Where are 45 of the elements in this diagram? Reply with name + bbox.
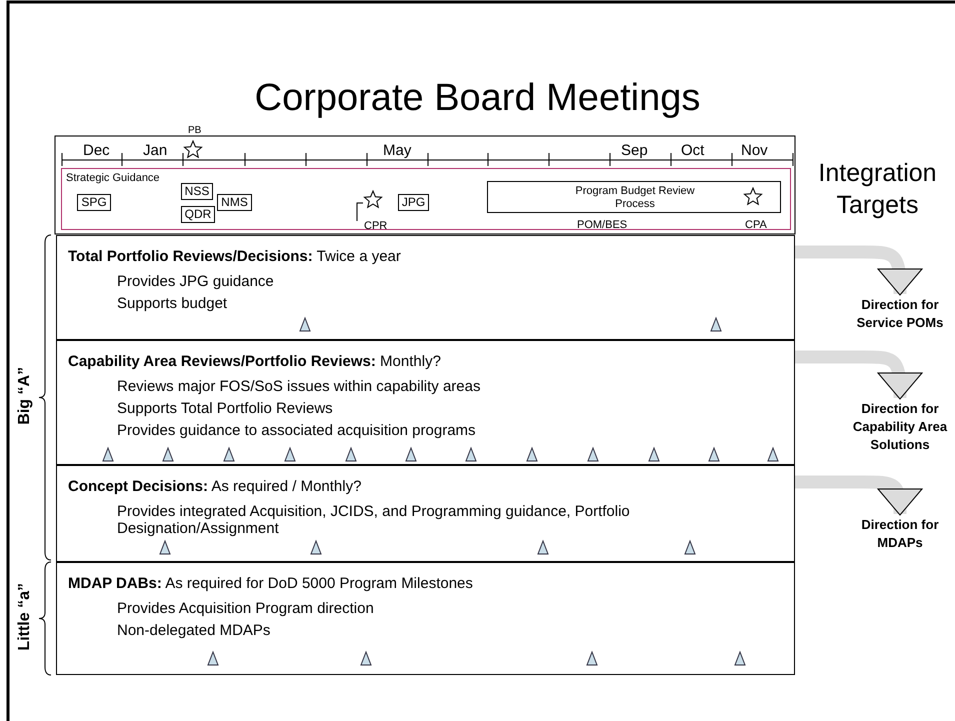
target-label: Direction for Capability Area Solutions — [852, 400, 948, 454]
target-label: Direction for MDAPs — [860, 516, 940, 552]
month-label: Jan — [143, 143, 168, 160]
event-label: CPA — [745, 219, 767, 232]
month-label: Nov — [741, 143, 768, 160]
title: Corporate Board Meetings — [254, 78, 702, 120]
process-caption: POM/BES — [577, 219, 628, 232]
band-heading: Total Portfolio Reviews/Decisions: Twice a year — [68, 248, 402, 265]
review-band — [56, 235, 795, 340]
group-label: Big “A” — [16, 366, 34, 427]
process-label: Program Budget Review Process — [574, 185, 696, 211]
month-label: May — [383, 143, 412, 160]
band-text: Supports budget — [117, 295, 228, 312]
band-text: Supports Total Portfolio Reviews — [117, 400, 334, 417]
curved-block-arrow — [795, 476, 922, 516]
review-band — [56, 340, 795, 465]
band-heading: Concept Decisions: As required / Monthly? — [68, 478, 362, 495]
band-heading: MDAP DABs: As required for DoD 5000 Program Milestones — [68, 575, 474, 592]
panel-heading: Strategic Guidance — [66, 172, 160, 184]
month-label: Sep — [621, 143, 648, 160]
document-box: QDR — [181, 206, 215, 223]
band-heading: Capability Area Reviews/Portfolio Reviews: Monthly? — [68, 353, 442, 370]
band-text: Provides JPG guidance — [117, 273, 275, 290]
band-text: Reviews major FOS/SoS issues within capability areas — [117, 378, 482, 395]
band-text: Provides Acquisition Program direction — [117, 600, 375, 617]
event-label: CPR — [364, 220, 388, 232]
band-text: Provides guidance to associated acquisition programs — [117, 422, 477, 439]
event-label: PB — [188, 125, 202, 136]
curved-block-arrow — [795, 246, 922, 296]
document-box: JPG — [398, 194, 429, 211]
document-box: NMS — [217, 194, 252, 211]
review-band — [56, 562, 795, 675]
section-heading: Integration Targets — [817, 158, 938, 221]
target-label: Direction for Service POMs — [856, 296, 944, 332]
group-label: Little “a” — [16, 582, 34, 653]
document-box: SPG — [77, 194, 111, 211]
month-label: Oct — [681, 143, 704, 160]
process-box — [487, 181, 781, 213]
review-band — [56, 465, 795, 562]
band-text: Provides integrated Acquisition, JCIDS, and Programming guidance, Portfolio Designation/Assignment — [117, 503, 631, 537]
document-box: NSS — [181, 183, 213, 200]
month-label: Dec — [83, 143, 110, 160]
curved-block-arrow — [795, 350, 922, 400]
band-text: Non-delegated MDAPs — [117, 622, 272, 639]
guidance-panel — [61, 168, 791, 230]
